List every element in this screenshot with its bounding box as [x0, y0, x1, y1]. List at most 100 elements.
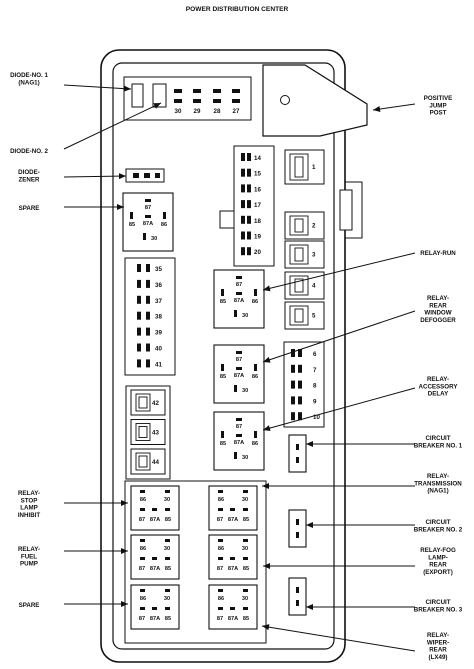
relay-terminal — [234, 452, 237, 459]
fuse-41-label: 41 — [155, 361, 162, 368]
relay-terminal — [165, 607, 170, 610]
fuse-top-slot — [213, 89, 221, 93]
fuse-4-label: 4 — [312, 283, 316, 290]
mini-fuse-terminal — [298, 349, 302, 357]
relay-pin-87: 87 — [236, 282, 242, 288]
left-callout-line: RELAY- — [18, 490, 40, 497]
relay-terminal — [243, 607, 248, 610]
fuse-43-label: 43 — [152, 430, 159, 437]
relay-pin-87: 87 — [217, 616, 223, 622]
right-callout-line: REAR — [429, 562, 447, 569]
relay-terminal — [165, 539, 170, 542]
relay-housing — [122, 192, 174, 252]
leader-arrow — [117, 204, 124, 210]
relay-pin-86: 86 — [161, 222, 167, 228]
relay-pin-85: 85 — [220, 441, 226, 447]
leader-lines — [63, 84, 416, 652]
mini-fuse-terminal — [146, 295, 150, 304]
fuse-top-slot — [232, 89, 240, 93]
relay-terminal — [130, 212, 133, 219]
mini-fuse-terminal — [146, 264, 150, 272]
relay-pin-87a: 87A — [228, 566, 238, 572]
right-callout: RELAY-TRANSMISSION(NAG1) — [414, 473, 462, 495]
relay-bank — [124, 480, 267, 644]
right-callout-line: RELAY- — [427, 376, 449, 383]
leader-line — [261, 625, 416, 652]
fuse-35-label: 35 — [155, 266, 162, 273]
mini-fuse-terminal — [146, 359, 150, 368]
relay-terminal — [236, 351, 242, 354]
mini-fuse-terminal — [247, 168, 251, 177]
left-callouts: DIODE-NO. 1(NAG1)DIODE-NO. 2DIODE-ZENERS… — [10, 72, 48, 609]
relay-terminal — [218, 557, 223, 560]
relay-pin-87: 87 — [217, 566, 223, 572]
relay-terminal — [140, 508, 145, 511]
relay-pin-30: 30 — [242, 388, 248, 394]
relay-pin-85: 85 — [220, 299, 226, 305]
relay-terminal — [230, 508, 235, 511]
mini-fuse-block-mid-notch — [219, 210, 235, 229]
relay-terminal — [243, 589, 248, 592]
mini-fuse-terminal — [291, 396, 295, 405]
relay-pin-87: 87 — [236, 424, 242, 430]
relay-pin-87: 87 — [217, 517, 223, 523]
circuit-breaker-2 — [288, 509, 307, 548]
relay-pin-30: 30 — [242, 455, 248, 461]
leader-arrow — [121, 601, 128, 607]
mini-fuse-terminal — [298, 364, 302, 373]
relay-terminal — [236, 418, 242, 421]
relay-pin-30: 30 — [242, 546, 248, 552]
relay-pin-87: 87 — [236, 357, 242, 363]
fuse-top-slot — [193, 99, 201, 103]
leader-arrow — [306, 604, 313, 610]
right-callout-line: CIRCUIT — [425, 519, 450, 526]
fuse-17-label: 17 — [254, 202, 261, 209]
relay-pin-87a: 87A — [228, 616, 238, 622]
diode-2 — [152, 83, 167, 108]
breaker-terminal — [296, 532, 299, 538]
right-callout-line: RELAY- — [427, 295, 449, 302]
circuit-breaker-3 — [288, 577, 307, 616]
cartridge-fuse-element — [294, 156, 304, 178]
mini-fuse-block-right — [283, 341, 325, 428]
relay-pin-87a: 87A — [234, 298, 244, 304]
relay-terminal — [254, 364, 257, 371]
mini-fuse-terminal — [137, 359, 141, 368]
relay-terminal — [165, 490, 170, 493]
mini-fuse-terminal — [137, 264, 141, 272]
leader-line — [262, 252, 416, 291]
relay-terminal — [230, 557, 235, 560]
relay-terminal — [218, 490, 223, 493]
leader-arrow — [118, 173, 126, 180]
relay-terminal — [236, 292, 242, 295]
relay-terminal — [243, 557, 248, 560]
right-callout-line: (EXPORT) — [423, 569, 453, 576]
relay-pin-86: 86 — [140, 596, 146, 602]
right-callout: RELAY-WIPER-REAR(LX49) — [427, 632, 449, 661]
mini-fuse-terminal — [247, 231, 251, 240]
relay-terminal — [152, 557, 157, 560]
fuse-top-slot — [174, 89, 182, 93]
housing-outer — [100, 49, 346, 663]
relay-pin-87a: 87A — [143, 221, 153, 227]
relay-pin-86: 86 — [252, 441, 258, 447]
fuse-5-label: 5 — [312, 313, 316, 320]
relay-pin-85: 85 — [243, 616, 249, 622]
left-callout-line: ZENER — [19, 176, 41, 183]
relay-housing — [213, 411, 265, 471]
mini-fuse-terminal — [137, 295, 141, 304]
relay-terminal — [145, 215, 151, 218]
positive-jump-post — [262, 64, 368, 137]
relay-terminal — [254, 289, 257, 296]
circuit-breakers — [288, 434, 307, 616]
relay-terminal — [140, 557, 145, 560]
